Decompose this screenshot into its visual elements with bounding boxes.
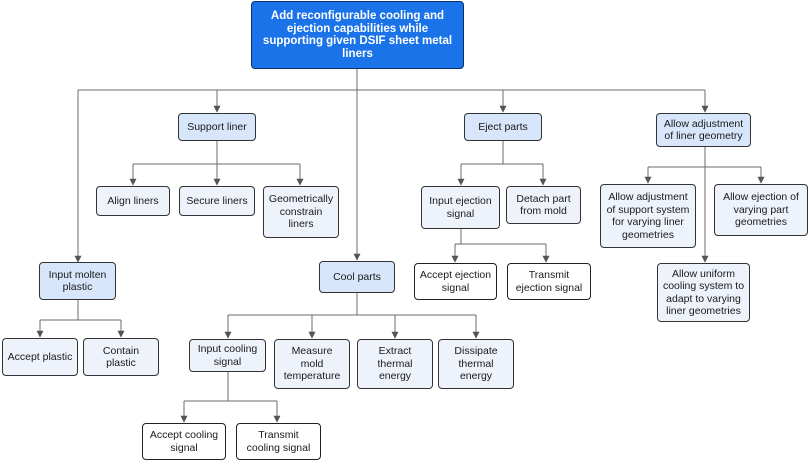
input-cooling-signal-node: Input cooling signal [189,339,266,372]
detach-part-from-mold-node: Detach part from mold [506,186,581,224]
accept-cooling-signal-node: Accept cooling signal [142,423,226,460]
transmit-ejection-signal-node: Transmit ejection signal [507,263,591,300]
contain-plastic-node: Contain plastic [83,338,159,376]
cool-parts-node: Cool parts [319,261,395,293]
secure-liners-node: Secure liners [179,186,255,216]
align-liners-node: Align liners [96,186,170,216]
dissipate-thermal-energy-node: Dissipate thermal energy [438,339,514,389]
support-liner-node: Support liner [178,113,256,141]
transmit-cooling-signal-node: Transmit cooling signal [236,423,321,460]
root-function-node: Add reconfigurable cooling and ejection … [251,1,464,69]
input-ejection-signal-node: Input ejection signal [421,186,500,229]
allow-adjustment-support-system-node: Allow adjustment of support system for v… [600,184,696,248]
allow-adjustment-liner-geometry-node: Allow adjustment of liner geometry [656,113,751,147]
eject-parts-node: Eject parts [464,113,542,141]
accept-plastic-node: Accept plastic [2,338,78,376]
geometrically-constrain-liners-node: Geometrically constrain liners [263,186,339,238]
allow-uniform-cooling-system-node: Allow uniform cooling system to adapt to… [657,263,750,322]
allow-ejection-varying-part-geometries-node: Allow ejection of varying part geometrie… [714,184,808,236]
input-molten-plastic-node: Input molten plastic [39,262,116,300]
extract-thermal-energy-node: Extract thermal energy [357,339,433,389]
accept-ejection-signal-node: Accept ejection signal [414,263,497,300]
measure-mold-temperature-node: Measure mold temperature [274,339,350,389]
